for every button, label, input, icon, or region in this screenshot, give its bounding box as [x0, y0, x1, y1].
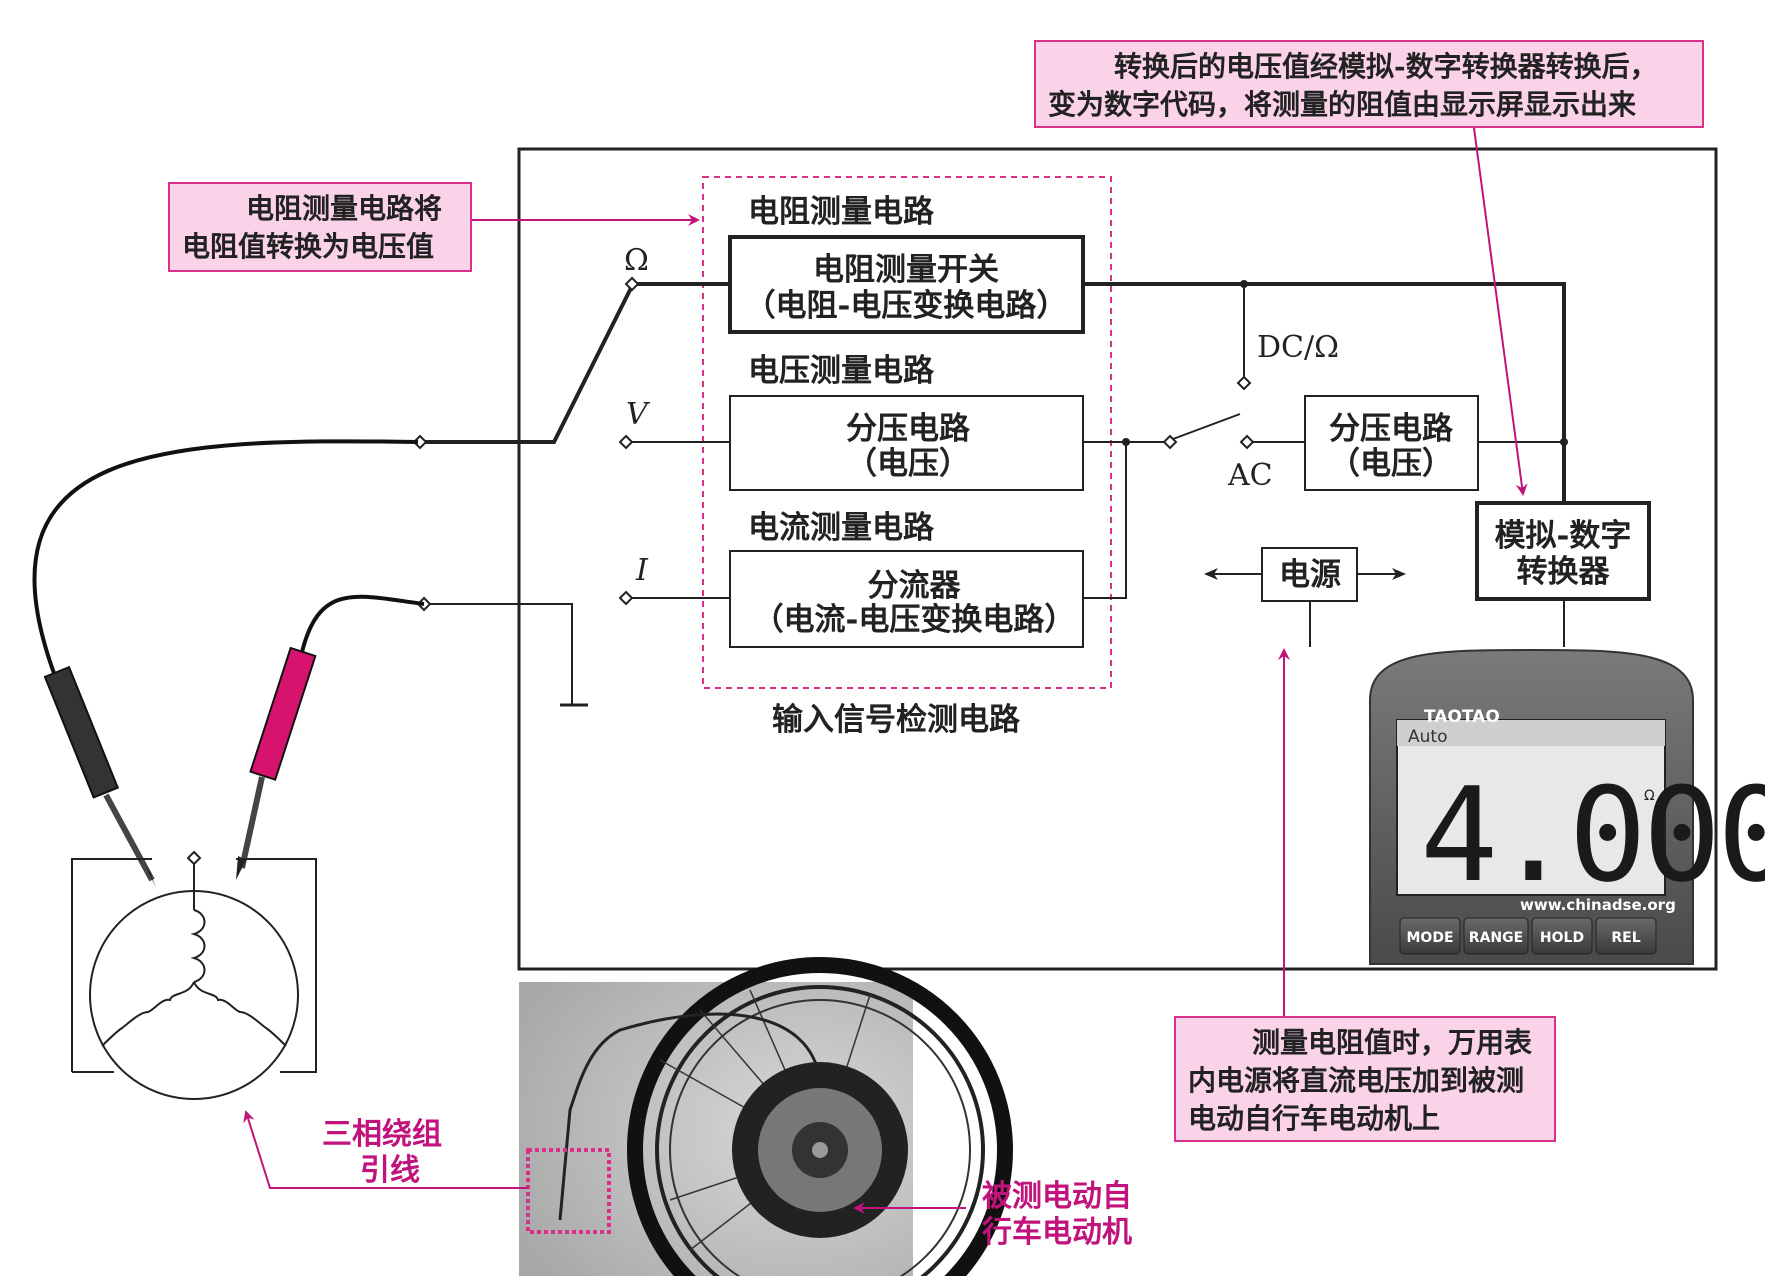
meter-unit: Ω: [1644, 788, 1655, 804]
three-phase-label-2: 引线: [360, 1153, 420, 1188]
meter-website: www.chinadse.org: [1520, 896, 1676, 914]
resistance-note-line2: 电阻值转换为电压值: [182, 230, 435, 263]
rel-button-label: REL: [1611, 930, 1640, 946]
multimeter-device: TAOTAO Auto 4.000 Ω www.chinadse.org MOD…: [1369, 649, 1765, 965]
hold-button[interactable]: [1531, 917, 1593, 955]
resistance-switch-sublabel: （电阻-电压变换电路）: [745, 288, 1068, 324]
resistance-switch-label: 电阻测量开关: [813, 252, 999, 288]
black-probe-lead: [32, 439, 419, 677]
terminals: [412, 276, 1255, 612]
adc-label: 模拟-数字: [1495, 518, 1632, 554]
black-probe: [43, 665, 156, 888]
motor-top-terminal: [186, 850, 202, 866]
i-terminal: [618, 590, 634, 606]
dc-omega-label: DC/Ω: [1257, 330, 1339, 365]
i-label: I: [635, 553, 649, 588]
resistance-circuit-label: 电阻测量电路: [748, 194, 935, 230]
omega-terminal: [624, 276, 640, 292]
red-probe: [236, 646, 317, 880]
ac-divider-label: 分压电路: [1329, 411, 1454, 447]
current-circuit-label: 电流测量电路: [748, 510, 935, 546]
motor-label: 被测电动自: [982, 1179, 1132, 1214]
ac-label: AC: [1227, 458, 1273, 493]
multimeter-frame: [517, 147, 1718, 971]
circuit-wires: [424, 282, 1566, 707]
motor-symbol: [71, 858, 317, 1100]
adc-note-line2: 变为数字代码，将测量的阻值由显示屏显示出来: [1048, 88, 1637, 121]
junction-dot: [1240, 280, 1248, 288]
input-detection-box: [702, 176, 1112, 689]
resistance-note: 电阻测量电路将 电阻值转换为电压值: [168, 182, 472, 272]
power-label: 电源: [1279, 557, 1341, 593]
v-terminal: [618, 434, 634, 450]
mode-button-label: MODE: [1406, 930, 1453, 946]
range-button-label: RANGE: [1469, 930, 1523, 946]
mode-button[interactable]: [1399, 917, 1461, 955]
ac-divider-box: [1304, 395, 1479, 491]
shunt-box: [729, 550, 1084, 648]
rel-button[interactable]: [1595, 917, 1657, 955]
power-note: 测量电阻值时，万用表 内电源将直流电压加到被测 电动自行车电动机上: [1174, 1016, 1556, 1142]
callout-arrows: [243, 127, 1528, 1214]
meter-reading: 4.000: [1420, 759, 1765, 911]
meter-brand: TAOTAO: [1424, 707, 1500, 727]
range-button[interactable]: [1463, 917, 1529, 955]
omega-label: Ω: [624, 243, 649, 278]
input-detection-label: 输入信号检测电路: [772, 702, 1021, 738]
hold-button-label: HOLD: [1540, 930, 1584, 946]
adc-note-line1: 转换后的电压值经模拟-数字转换器转换后，: [1114, 50, 1658, 83]
power-note-line3: 电动自行车电动机上: [1188, 1102, 1441, 1135]
motor-label-2: 行车电动机: [981, 1215, 1132, 1250]
switch-pivot: [1162, 434, 1178, 450]
adc-sublabel: 转换器: [1517, 554, 1611, 590]
shunt-sublabel: （电流-电压变换电路）: [753, 602, 1076, 638]
dc-omega-contact: [1236, 375, 1252, 391]
power-note-line2: 内电源将直流电压加到被测: [1188, 1064, 1525, 1097]
junction-dot: [1560, 438, 1568, 446]
adc-note: 转换后的电压值经模拟-数字转换器转换后， 变为数字代码，将测量的阻值由显示屏显示…: [1034, 40, 1704, 128]
ac-contact: [1239, 434, 1255, 450]
meter-mode: Auto: [1408, 727, 1447, 747]
junction-dot: [1122, 438, 1130, 446]
ac-divider-sublabel: （电压）: [1329, 446, 1453, 482]
voltage-divider-box: [729, 395, 1084, 491]
shunt-label: 分流器: [868, 568, 962, 604]
resistance-note-line1: 电阻测量电路将: [246, 192, 443, 225]
motor-photo: [519, 957, 1013, 1276]
voltage-divider-sublabel: （电压）: [846, 446, 970, 482]
meter-buttons: MODE RANGE HOLD REL: [1399, 917, 1657, 955]
v-label: V: [626, 397, 651, 432]
three-phase-label: 三相绕组: [322, 1117, 442, 1152]
voltage-divider-label: 分压电路: [846, 411, 971, 447]
power-note-line1: 测量电阻值时，万用表: [1252, 1026, 1533, 1059]
voltage-circuit-label: 电压测量电路: [748, 353, 935, 389]
red-probe-lead: [300, 594, 425, 653]
